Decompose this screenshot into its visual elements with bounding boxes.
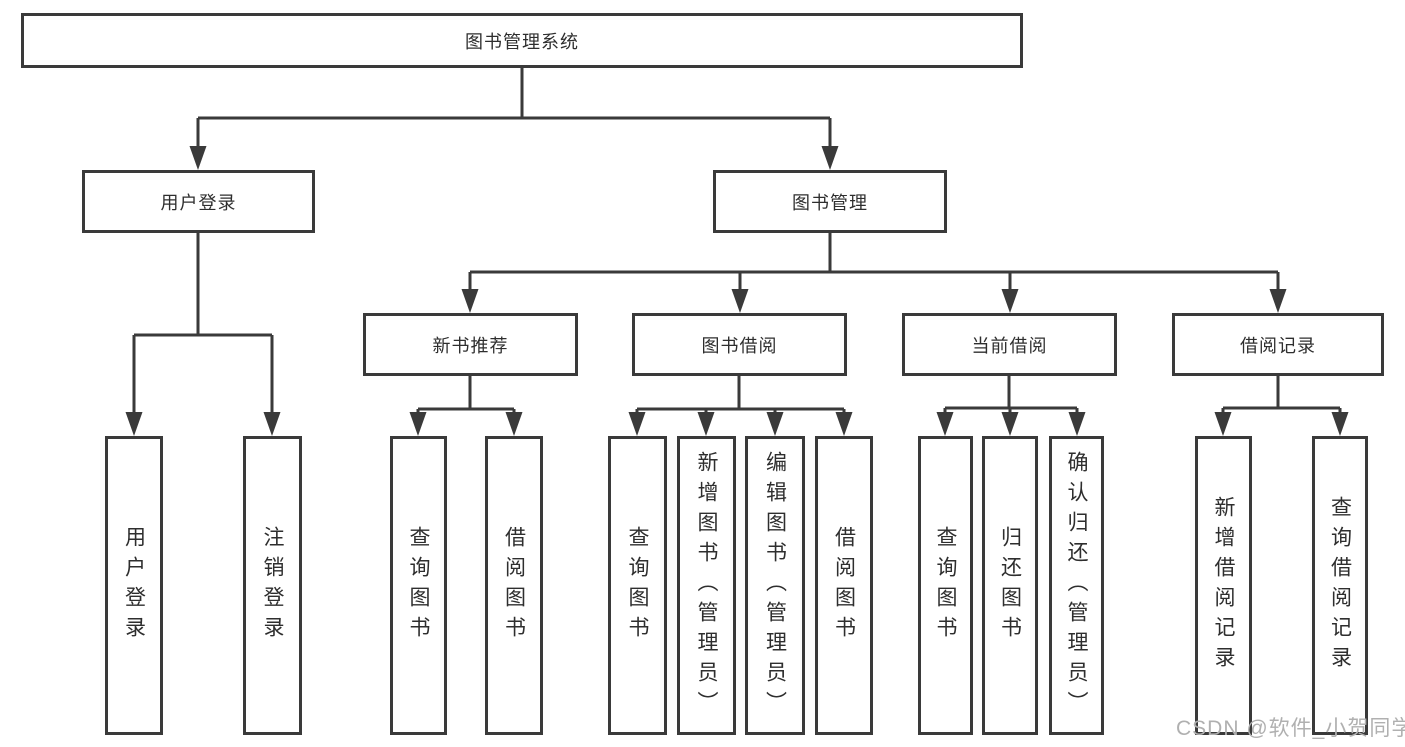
csdn-watermark: CSDN @软件_小贺同学: [1176, 717, 1405, 740]
node-borrow-books-recommend: 借阅图书: [485, 436, 543, 735]
node-query-books-current: 查询图书: [918, 436, 973, 735]
node-book-management: 图书管理: [713, 170, 947, 233]
node-label: 查询借阅记录: [1328, 495, 1352, 676]
node-label: 查询图书: [407, 525, 430, 646]
node-label: 借阅记录: [1240, 335, 1316, 356]
node-library-management-system: 图书管理系统: [21, 13, 1023, 68]
node-confirm-return-admin: 确认归还（管理员）: [1049, 436, 1104, 735]
node-book-borrowing: 图书借阅: [632, 313, 847, 376]
node-label: 图书管理系统: [465, 31, 579, 52]
node-current-borrowing: 当前借阅: [902, 313, 1117, 376]
node-label: 用户登录: [122, 525, 146, 646]
node-label: 用户登录: [160, 192, 237, 213]
node-query-books-recommend: 查询图书: [390, 436, 447, 735]
node-query-borrow-record: 查询借阅记录: [1312, 436, 1368, 735]
node-query-books-borrow: 查询图书: [608, 436, 667, 735]
node-edit-books-admin: 编辑图书（管理员）: [745, 436, 805, 735]
node-borrow-books: 借阅图书: [815, 436, 873, 735]
node-label: 图书管理: [792, 192, 868, 213]
node-label: 编辑图书（管理员）: [763, 450, 787, 721]
node-label: 查询图书: [934, 525, 957, 646]
node-label: 注销登录: [261, 525, 284, 646]
node-label: 新增图书（管理员）: [695, 450, 718, 721]
node-logout: 注销登录: [243, 436, 302, 735]
node-label: 归还图书: [998, 525, 1022, 646]
node-user-login: 用户登录: [82, 170, 315, 233]
node-label: 确认归还（管理员）: [1065, 450, 1088, 721]
node-borrowing-records: 借阅记录: [1172, 313, 1384, 376]
node-label: 图书借阅: [701, 335, 778, 356]
node-return-books: 归还图书: [982, 436, 1038, 735]
node-label: 查询图书: [626, 525, 649, 646]
node-add-borrow-record: 新增借阅记录: [1195, 436, 1252, 735]
node-label: 借阅图书: [832, 525, 856, 646]
node-add-books-admin: 新增图书（管理员）: [677, 436, 736, 735]
node-user-login-leaf: 用户登录: [105, 436, 163, 735]
node-label: 当前借阅: [971, 335, 1048, 356]
node-label: 新书推荐: [432, 335, 509, 356]
node-label: 新增借阅记录: [1212, 495, 1235, 676]
node-new-book-recommendation: 新书推荐: [363, 313, 578, 376]
node-label: 借阅图书: [502, 525, 526, 646]
